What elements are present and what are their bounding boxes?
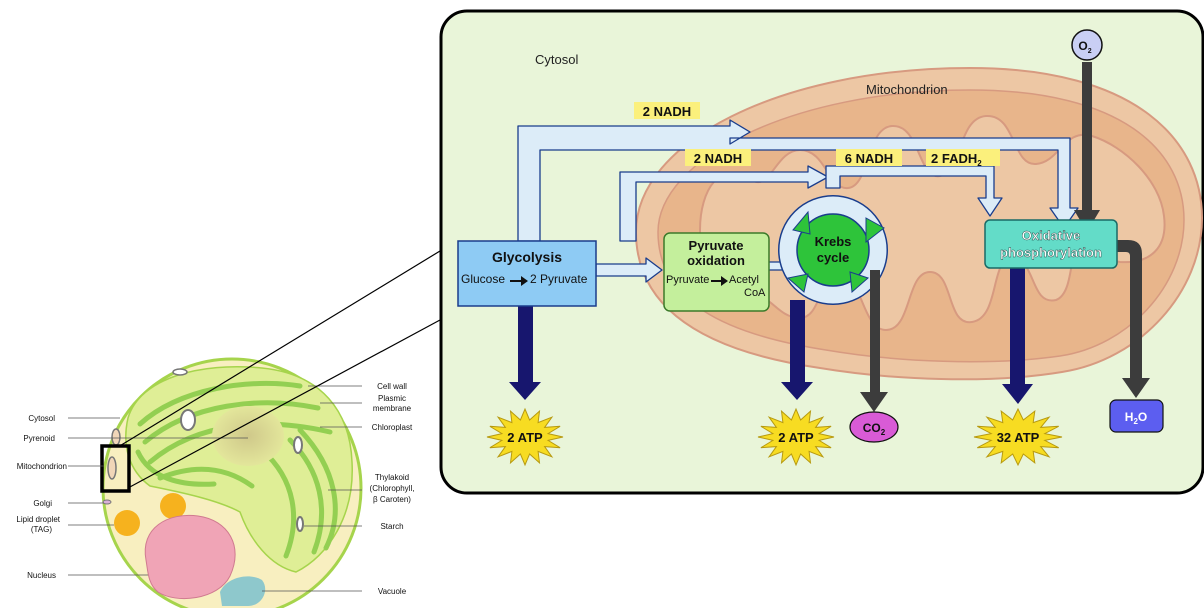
glycolysis-title: Glycolysis (492, 249, 562, 265)
mitochondrion-small (107, 456, 117, 480)
nadh-mid-highlight (685, 149, 751, 166)
label-tag: (TAG) (31, 525, 53, 534)
krebs-ring-arrowheads (786, 210, 885, 294)
atp-glycolysis-label: 2 ATP (507, 430, 543, 445)
co2-output: CO2 (849, 411, 899, 443)
atp-burst-oxphos (973, 407, 1063, 467)
label-chlorophyll: (Chlorophyll, (370, 484, 415, 493)
pyruvate-oxidation-box: Pyruvate oxidation Pyruvate Acetyl CoA (663, 232, 770, 312)
starch-grain (180, 409, 196, 431)
krebs-line1: Krebs (815, 234, 852, 249)
label-cytosol: Cytosol (28, 414, 55, 423)
label-chloroplast: Chloroplast (372, 423, 413, 432)
starch-grain (172, 368, 188, 376)
starch-grain (293, 436, 303, 454)
zoom-lines (117, 250, 441, 489)
krebs-line2: cycle (817, 250, 850, 265)
pyruvate-title-2: oxidation (687, 253, 745, 268)
vacuole (220, 576, 266, 606)
atp-krebs-label: 2 ATP (778, 430, 814, 445)
label-pyrenoid: Pyrenoid (23, 434, 55, 443)
h2o-label: H2O (1125, 410, 1147, 426)
nadh-flow-arrows (517, 119, 1079, 283)
label-golgi: Golgi (33, 499, 52, 508)
down-arrows (509, 62, 1150, 412)
electron-carrier-labels: 2 NADH 2 NADH 6 NADH 2 FADH2 (634, 102, 1000, 168)
label-starch: Starch (380, 522, 403, 531)
nucleus (144, 514, 236, 599)
label-mitochondrion: Mitochondrion (17, 462, 67, 471)
nadh-top-label: 2 NADH (643, 104, 691, 119)
atp-oxphos-label: 32 ATP (997, 430, 1040, 445)
mitochondrion-label: Mitochondrion (866, 82, 948, 97)
thylakoid-stacks (135, 380, 338, 559)
nadh-mid-label: 2 NADH (694, 151, 742, 166)
fadh2-label: 2 FADH2 (931, 151, 982, 168)
arrow-krebs-atp (781, 300, 813, 400)
arrow-krebs-co2 (860, 270, 888, 412)
arrow-o2-in (1074, 62, 1100, 232)
nadh-top-highlight (634, 102, 700, 119)
glycolysis-from: Glucose (461, 272, 505, 286)
atp-burst-krebs (757, 407, 835, 467)
atp-burst-glycolysis (486, 407, 564, 467)
nadh-krebs-label: 6 NADH (845, 151, 893, 166)
golgi (102, 499, 112, 505)
pyruvate-to-1: Acetyl (729, 274, 759, 286)
flow-arrow-pyruvate (595, 257, 663, 283)
label-leader-lines (68, 385, 362, 592)
atp-outputs: 2 ATP 2 ATP 32 ATP (486, 407, 1063, 467)
nadh-krebs-highlight (836, 149, 902, 166)
label-beta-caroten: β Caroten) (373, 495, 411, 504)
co2-label: CO2 (863, 421, 886, 437)
mitochondrion-small (111, 428, 121, 446)
label-lipid-droplet: Lipid droplet (16, 515, 60, 524)
glycolysis-to: 2 Pyruvate (530, 272, 588, 286)
label-vacuole: Vacuole (378, 587, 407, 596)
pyruvate-to-2: CoA (744, 287, 766, 299)
glycolysis-arrow-icon (510, 276, 528, 286)
pyrenoid (212, 406, 284, 466)
pyruvate-title-1: Pyruvate (689, 238, 744, 253)
pyruvate-from: Pyruvate (666, 274, 709, 286)
label-plasmic: Plasmic (378, 394, 406, 403)
h2o-output: H2O (1109, 399, 1164, 433)
oxphos-line2: phosphorylation (1000, 245, 1102, 260)
krebs-cycle-circle (796, 213, 870, 287)
o2-label: O2 (1078, 39, 1091, 55)
glycolysis-box: Glycolysis Glucose 2 Pyruvate (457, 240, 597, 307)
pyruvate-arrow-icon (711, 276, 728, 286)
zoom-box (100, 444, 131, 493)
oxphos-box: Oxidative phosphorylation (984, 219, 1118, 269)
oxphos-line1: Oxidative (1022, 228, 1081, 243)
starch-grain (296, 516, 304, 532)
krebs-ring (779, 196, 887, 304)
cell-illustration (100, 357, 363, 608)
lipid-droplet (160, 493, 186, 519)
fadh2-highlight (926, 149, 1000, 166)
arrow-h2o-out (1114, 240, 1150, 398)
label-membrane: membrane (373, 404, 412, 413)
label-cell-wall: Cell wall (377, 382, 407, 391)
label-thylakoid: Thylakoid (375, 473, 409, 482)
krebs-cycle: Krebs cycle (778, 195, 888, 305)
lipid-droplet (114, 510, 140, 536)
arrow-oxphos-atp (1002, 268, 1033, 404)
arrow-glycolysis-atp (509, 306, 541, 400)
flow-arrow-mid-nadh (619, 165, 829, 242)
label-nucleus: Nucleus (27, 571, 56, 580)
o2-input: O2 (1071, 29, 1103, 61)
cytosol-label: Cytosol (535, 52, 578, 67)
